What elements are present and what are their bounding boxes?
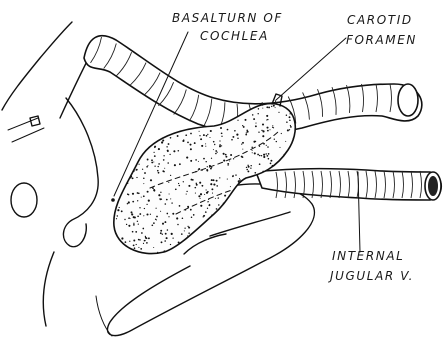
round-window <box>11 183 37 217</box>
left-bone-outline <box>2 22 98 142</box>
internal-jugular-vein <box>256 169 441 200</box>
label-carotid-line1: CAROTID <box>347 13 413 27</box>
leader-basal-turn-dot <box>111 198 115 202</box>
label-jugular-line2: JUGULAR V. <box>328 269 414 283</box>
carotid-artery-end <box>398 84 418 116</box>
label-basal-turn-line2: COCHLEA <box>200 29 269 43</box>
label-jugular-line1: INTERNAL <box>332 249 404 263</box>
label-basal-turn-line1: BASALTURN OF <box>172 11 283 25</box>
lower-left-contour <box>43 98 98 326</box>
label-carotid-line2: FORAMEN <box>346 33 417 47</box>
